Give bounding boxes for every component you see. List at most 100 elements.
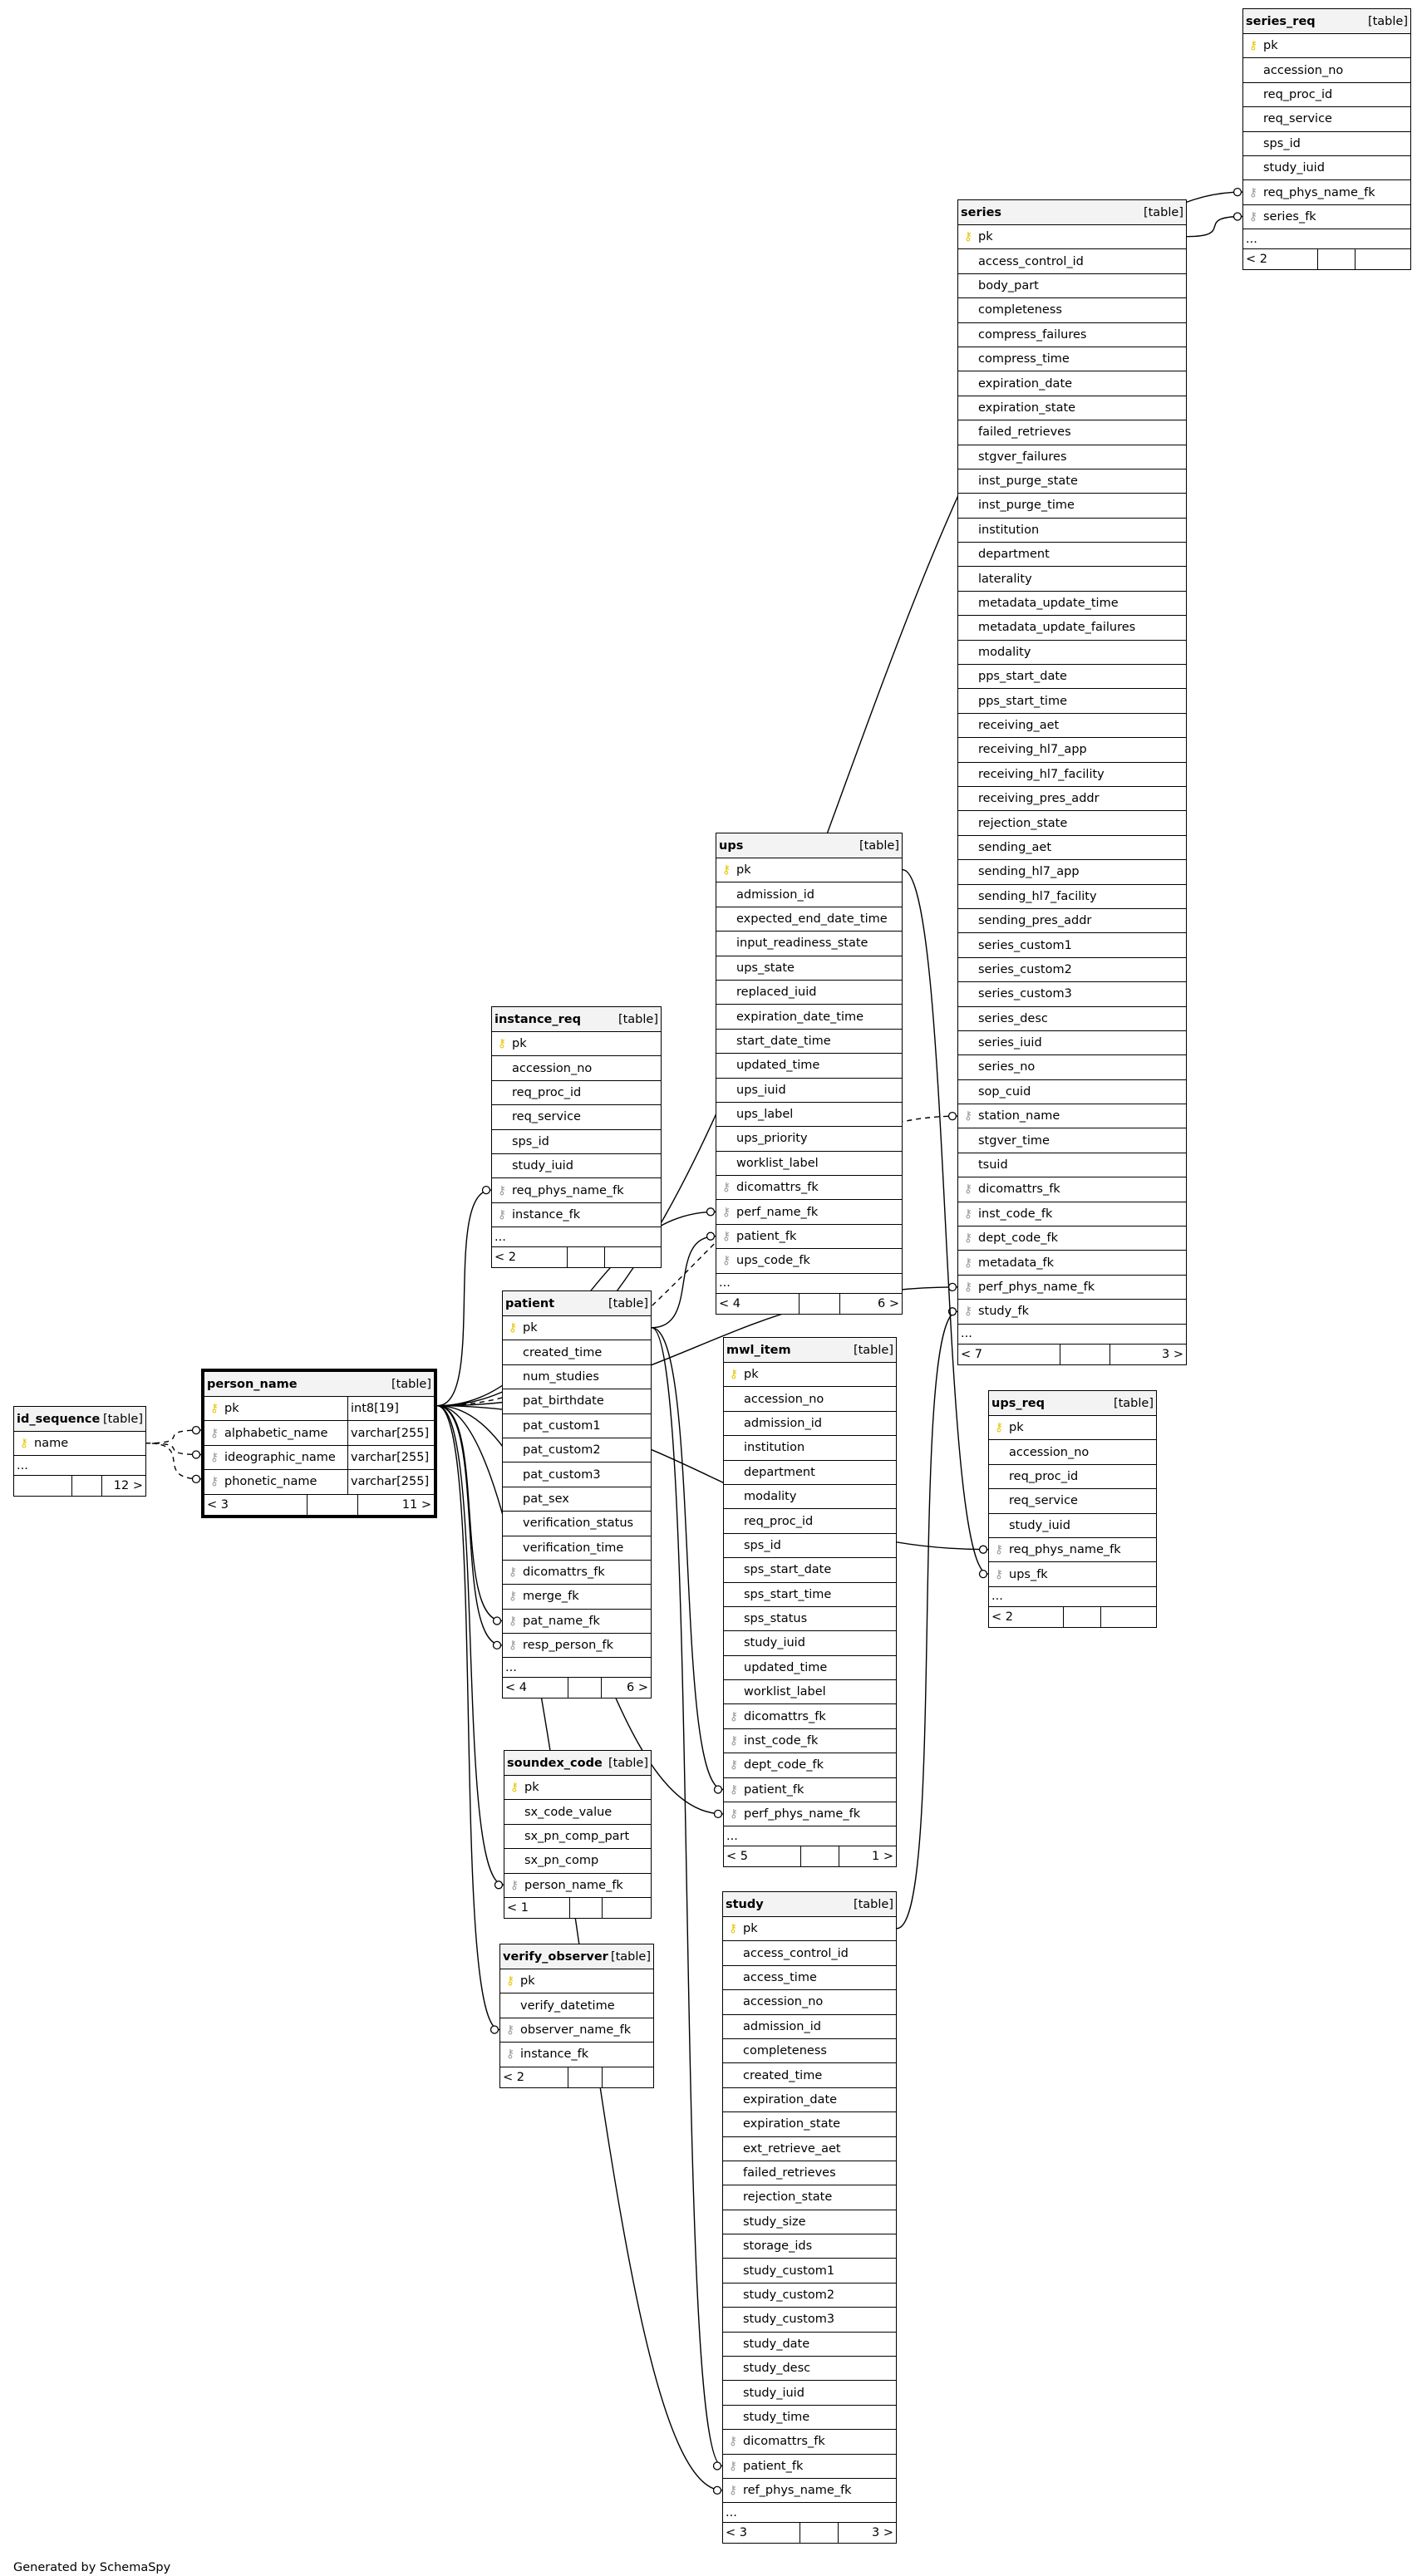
column-row[interactable]: access_time (723, 1966, 896, 1991)
column-row[interactable]: updated_time (716, 1054, 902, 1079)
column-row[interactable]: ext_retrieve_aet (723, 2137, 896, 2161)
column-row[interactable]: ⚷ref_phys_name_fk (723, 2479, 896, 2504)
column-row[interactable]: ⚷pk (724, 1363, 896, 1388)
column-row[interactable]: metadata_update_failures (958, 616, 1186, 641)
column-row[interactable]: created_time (503, 1340, 651, 1365)
column-row[interactable]: study_custom1 (723, 2259, 896, 2283)
column-row[interactable]: sps_start_time (724, 1583, 896, 1607)
column-row[interactable]: modality (724, 1485, 896, 1510)
column-row[interactable]: ⚷study_fk (958, 1300, 1186, 1325)
column-row[interactable]: series_desc (958, 1007, 1186, 1031)
column-row[interactable]: study_iuid (724, 1631, 896, 1656)
column-row[interactable]: institution (724, 1436, 896, 1461)
column-row[interactable]: ⚷pk (958, 225, 1186, 250)
column-row[interactable]: num_studies (503, 1365, 651, 1390)
more-columns-indicator[interactable]: ... (492, 1227, 661, 1248)
column-row[interactable]: ⚷perf_phys_name_fk (724, 1802, 896, 1827)
table-header[interactable]: series_req[table] (1243, 9, 1410, 34)
column-row[interactable]: study_iuid (723, 2381, 896, 2406)
column-row[interactable]: verification_status (503, 1512, 651, 1536)
column-row[interactable]: expiration_date_time (716, 1005, 902, 1030)
column-row[interactable]: sps_status (724, 1607, 896, 1632)
column-row[interactable]: ⚷observer_name_fk (500, 2018, 653, 2043)
column-row[interactable]: stgver_time (958, 1128, 1186, 1153)
table-header[interactable]: study[table] (723, 1892, 896, 1917)
column-row[interactable]: inst_purge_state (958, 469, 1186, 494)
column-row[interactable]: ⚷name (14, 1432, 145, 1457)
column-row[interactable]: receiving_hl7_app (958, 738, 1186, 763)
column-row[interactable]: pps_start_time (958, 689, 1186, 714)
column-row[interactable]: storage_ids (723, 2234, 896, 2259)
column-row[interactable]: sx_pn_comp (504, 1849, 651, 1874)
column-row[interactable]: created_time (723, 2063, 896, 2088)
column-row[interactable]: expected_end_date_time (716, 907, 902, 932)
column-row[interactable]: study_time (723, 2406, 896, 2431)
column-row[interactable]: start_date_time (716, 1030, 902, 1054)
column-row[interactable]: replaced_iuid (716, 981, 902, 1005)
column-row[interactable]: receiving_hl7_facility (958, 763, 1186, 787)
column-row[interactable]: ⚷dicomattrs_fk (716, 1176, 902, 1201)
column-row[interactable]: ⚷perf_name_fk (716, 1200, 902, 1225)
column-row[interactable]: inst_purge_time (958, 494, 1186, 519)
column-row[interactable]: study_iuid (989, 1514, 1156, 1538)
column-row[interactable]: req_proc_id (1243, 83, 1410, 108)
table-header[interactable]: instance_req[table] (492, 1007, 661, 1032)
column-row[interactable]: compress_time (958, 347, 1186, 372)
column-row[interactable]: accession_no (724, 1387, 896, 1412)
column-row[interactable]: series_iuid (958, 1031, 1186, 1056)
column-row[interactable]: ⚷ups_code_fk (716, 1249, 902, 1274)
more-columns-indicator[interactable]: ... (989, 1587, 1156, 1607)
column-row[interactable]: verify_datetime (500, 1993, 653, 2018)
column-row[interactable]: department (724, 1461, 896, 1485)
column-row[interactable]: ⚷pk (504, 1776, 651, 1801)
column-row[interactable]: ⚷pk (500, 1969, 653, 1994)
column-row[interactable]: ups_iuid (716, 1079, 902, 1103)
column-row[interactable]: pps_start_date (958, 665, 1186, 690)
table-header[interactable]: patient[table] (503, 1291, 651, 1316)
column-row[interactable]: ups_label (716, 1103, 902, 1128)
column-row[interactable]: req_proc_id (989, 1465, 1156, 1490)
column-row[interactable]: worklist_label (716, 1152, 902, 1177)
column-row[interactable]: admission_id (723, 2015, 896, 2039)
column-row[interactable]: ⚷req_phys_name_fk (1243, 180, 1410, 205)
column-row[interactable]: failed_retrieves (723, 2161, 896, 2186)
column-row[interactable]: sps_id (724, 1534, 896, 1559)
more-columns-indicator[interactable]: ... (723, 2503, 896, 2524)
column-row[interactable]: study_date (723, 2333, 896, 2357)
column-row[interactable]: metadata_update_time (958, 592, 1186, 617)
column-row[interactable]: ups_priority (716, 1127, 902, 1152)
column-row[interactable]: sending_hl7_app (958, 860, 1186, 885)
table-header[interactable]: verify_observer[table] (500, 1944, 653, 1969)
column-row[interactable]: access_control_id (958, 249, 1186, 274)
column-row[interactable]: compress_failures (958, 323, 1186, 347)
column-row[interactable]: accession_no (989, 1440, 1156, 1465)
column-row[interactable]: modality (958, 641, 1186, 666)
column-row[interactable]: req_service (492, 1105, 661, 1130)
table-header[interactable]: mwl_item[table] (724, 1338, 896, 1363)
column-row[interactable]: ⚷dicomattrs_fk (958, 1177, 1186, 1202)
column-row[interactable]: ⚷inst_code_fk (724, 1729, 896, 1754)
column-row[interactable]: ⚷pk (492, 1032, 661, 1057)
column-row[interactable]: ⚷person_name_fk (504, 1874, 651, 1898)
column-row[interactable]: worklist_label (724, 1680, 896, 1705)
column-row[interactable]: ⚷station_name (958, 1104, 1186, 1129)
column-row[interactable]: stgver_failures (958, 445, 1186, 469)
column-row[interactable]: sending_pres_addr (958, 909, 1186, 934)
column-row[interactable]: accession_no (1243, 58, 1410, 83)
more-columns-indicator[interactable]: ... (958, 1325, 1186, 1345)
column-row[interactable]: pat_custom3 (503, 1463, 651, 1487)
column-row[interactable]: req_proc_id (492, 1081, 661, 1106)
column-row[interactable]: sending_aet (958, 836, 1186, 861)
table-header[interactable]: ups_req[table] (989, 1391, 1156, 1416)
more-columns-indicator[interactable]: ... (14, 1456, 145, 1477)
column-row[interactable]: ⚷dicomattrs_fk (503, 1561, 651, 1585)
column-row[interactable]: sending_hl7_facility (958, 885, 1186, 909)
column-row[interactable]: ⚷patient_fk (716, 1225, 902, 1250)
